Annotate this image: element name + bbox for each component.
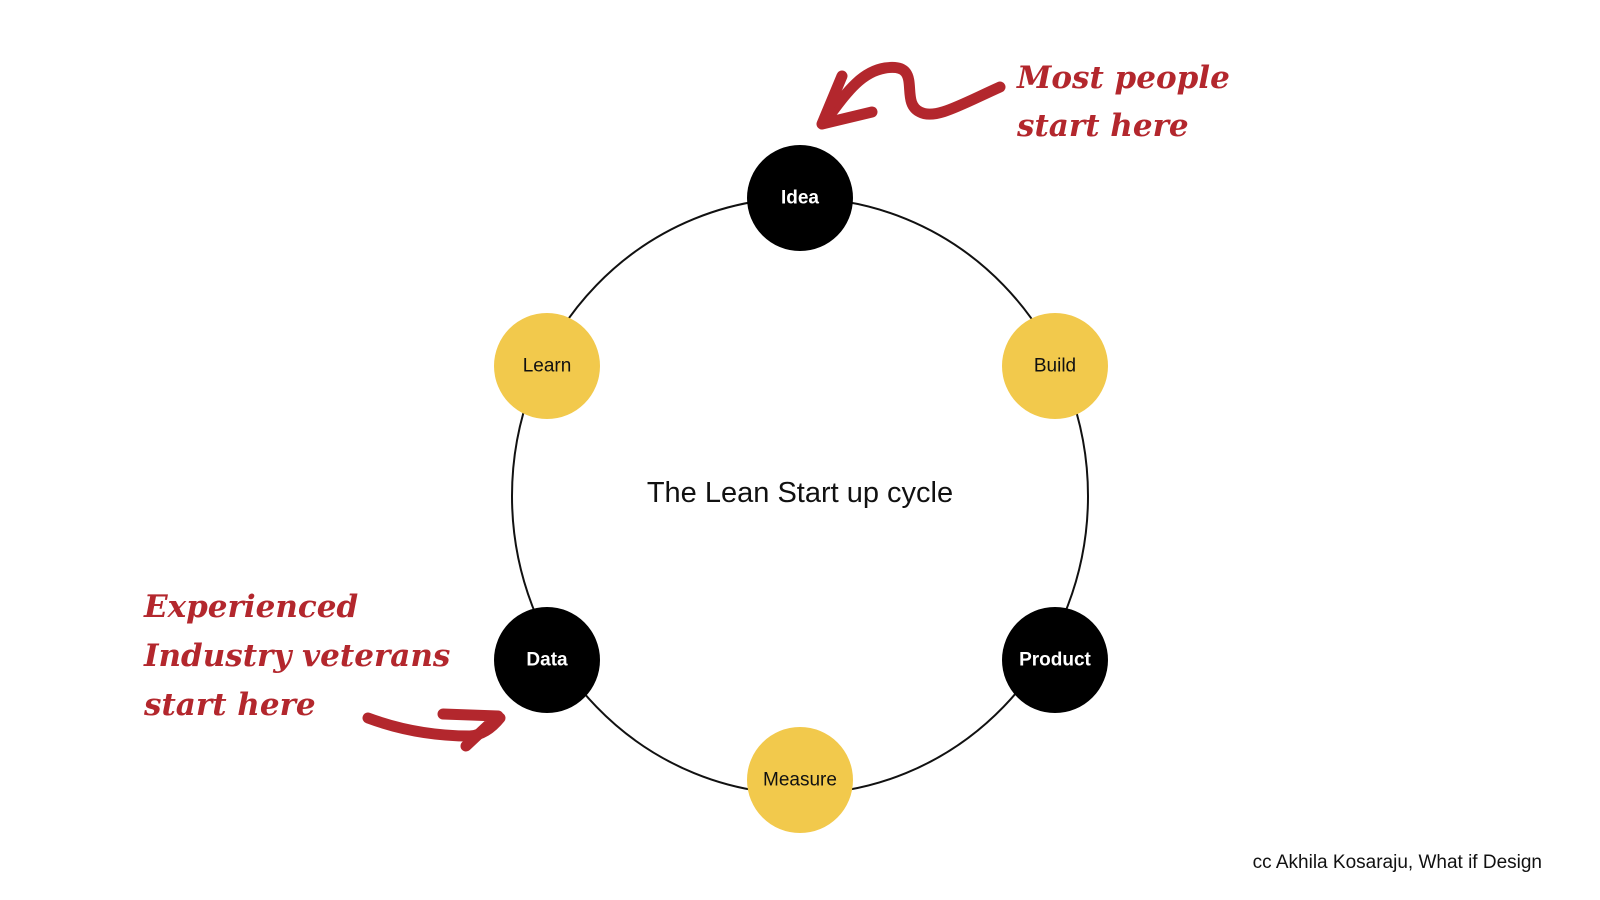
node-measure: Measure	[747, 727, 853, 833]
annotation-top-line-1: Most people	[1016, 60, 1230, 96]
annotation-bottom-line-1: Experienced	[143, 589, 358, 625]
node-measure-circle	[747, 727, 853, 833]
node-idea: Idea	[747, 145, 853, 251]
diagram-title: The Lean Start up cycle	[647, 477, 953, 509]
node-learn-circle	[494, 313, 600, 419]
node-data: Data	[494, 607, 600, 713]
node-learn: Learn	[494, 313, 600, 419]
node-idea-circle	[747, 145, 853, 251]
curved-arrow-icon	[816, 61, 1006, 130]
node-measure-label: Measure	[763, 770, 837, 791]
curved-arrow-icon	[362, 708, 506, 752]
node-product: Product	[1002, 607, 1108, 713]
node-build: Build	[1002, 313, 1108, 419]
node-build-circle	[1002, 313, 1108, 419]
annotation-most-people: Most people start here	[1016, 60, 1241, 144]
annotation-experienced: Experienced Industry veterans start here	[143, 589, 461, 723]
annotation-bottom-line-2: Industry veterans	[143, 638, 450, 674]
annotation-top-line-2: start here	[1016, 108, 1189, 144]
node-product-circle	[1002, 607, 1108, 713]
node-learn-label: Learn	[523, 356, 572, 377]
node-idea-label: Idea	[781, 188, 819, 209]
credit-text: cc Akhila Kosaraju, What if Design	[1252, 852, 1542, 873]
node-build-label: Build	[1034, 356, 1076, 377]
node-data-circle	[494, 607, 600, 713]
annotation-bottom-line-3: start here	[143, 687, 316, 723]
node-product-label: Product	[1019, 650, 1091, 671]
node-data-label: Data	[526, 650, 568, 671]
